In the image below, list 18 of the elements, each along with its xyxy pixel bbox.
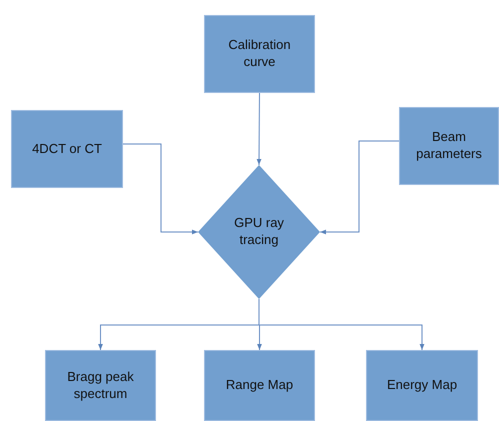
arrow xyxy=(122,144,198,234)
arrow xyxy=(256,92,262,166)
decision-diamond xyxy=(198,165,320,299)
node-label: Calibration curve xyxy=(227,37,292,71)
arrow xyxy=(320,140,400,234)
node-label: Bragg peak spectrum xyxy=(66,368,135,402)
process-box xyxy=(399,107,499,185)
process-box xyxy=(11,110,123,188)
process-box xyxy=(204,15,315,93)
arrow xyxy=(258,298,424,350)
node-label: GPU ray tracing xyxy=(233,215,285,249)
node-label: Energy Map xyxy=(386,377,458,394)
process-box xyxy=(204,350,315,421)
process-box xyxy=(45,350,156,421)
node-label: Range Map xyxy=(226,377,294,394)
node-label: Beam parameters xyxy=(415,129,483,163)
process-box xyxy=(366,350,478,421)
node-label: 4DCT or CT xyxy=(32,140,102,158)
